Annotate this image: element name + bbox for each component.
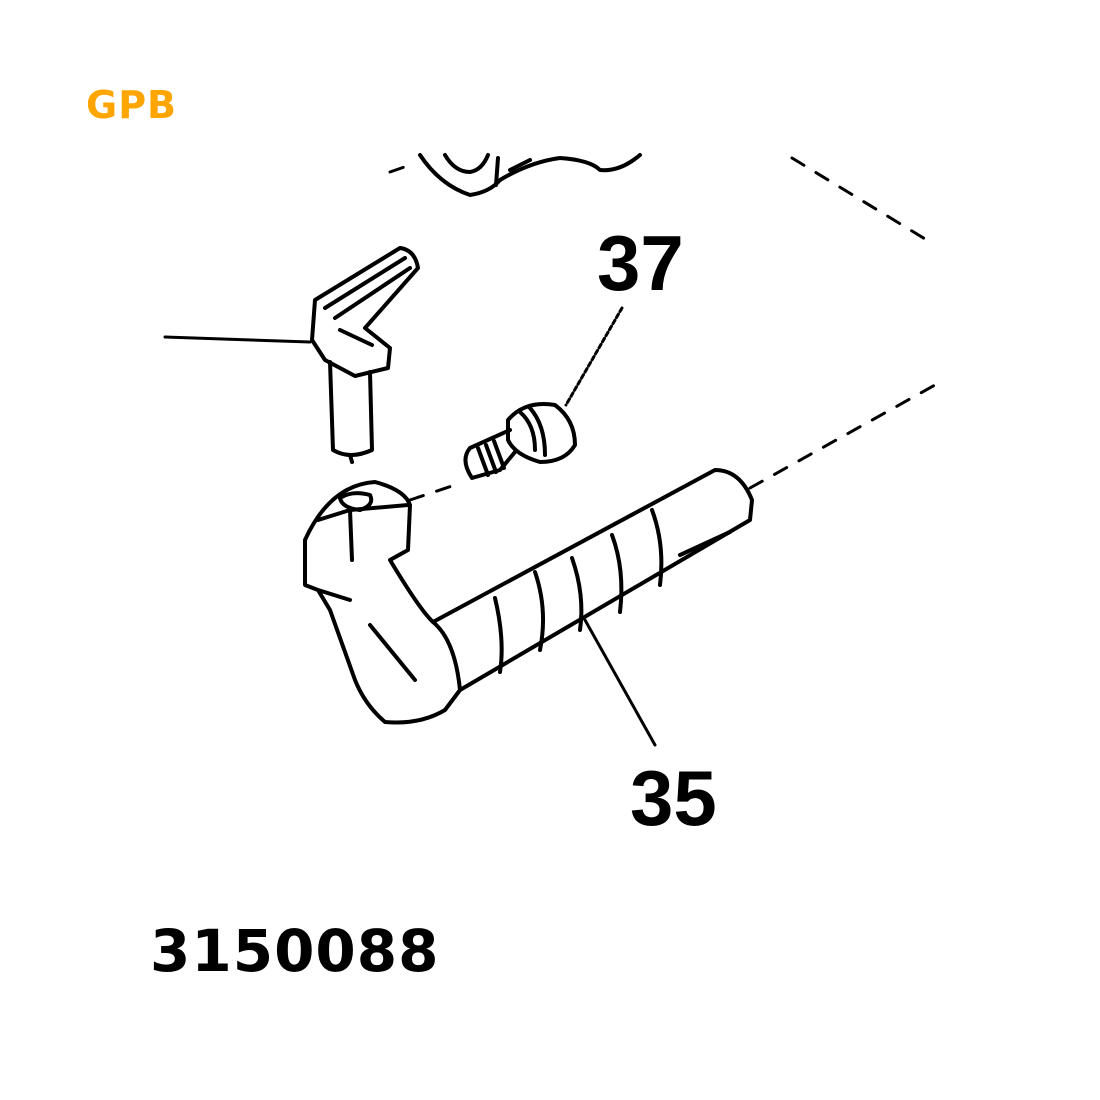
housing-fragment xyxy=(418,153,642,197)
clip-part xyxy=(310,246,420,464)
part-number: 3150088 xyxy=(150,917,440,985)
callout-37: 37 xyxy=(597,219,684,307)
callout-35: 35 xyxy=(630,754,717,842)
leader-line-35 xyxy=(583,618,657,747)
shaft-part xyxy=(303,468,754,725)
leader-line-37 xyxy=(564,306,624,407)
screw-part xyxy=(463,402,577,480)
guide-lines xyxy=(388,156,937,502)
leader-line-left xyxy=(163,335,312,344)
brand-logo: GPB xyxy=(86,83,178,127)
